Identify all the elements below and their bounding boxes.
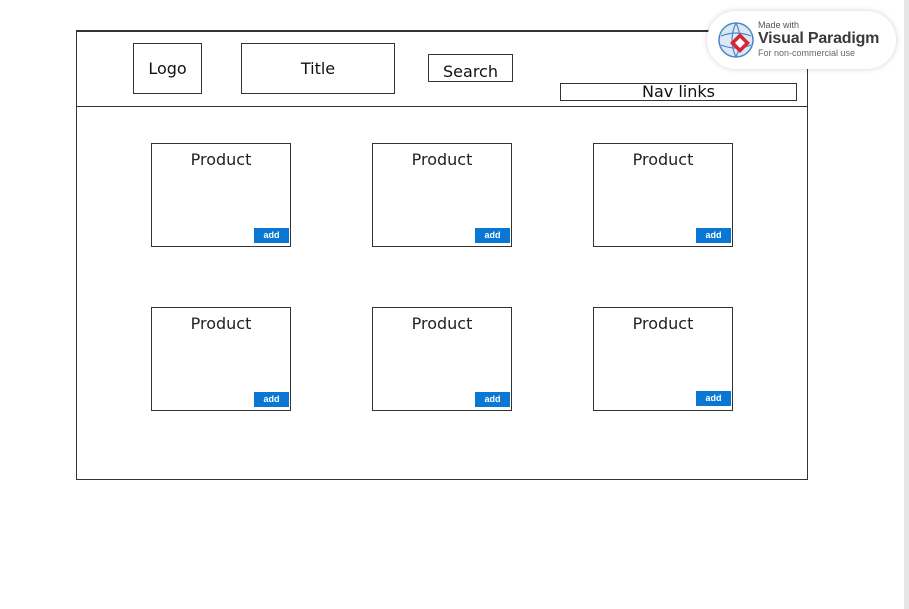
product-card: Product add (151, 143, 291, 247)
scrollbar-edge (904, 0, 909, 609)
product-label: Product (190, 150, 252, 169)
add-button[interactable]: add (254, 392, 289, 407)
add-button[interactable]: add (475, 228, 510, 243)
title-placeholder: Title (241, 43, 395, 94)
product-card: Product add (593, 307, 733, 411)
product-card: Product add (372, 307, 512, 411)
product-card: Product add (151, 307, 291, 411)
watermark-made-with: Made with (758, 20, 800, 30)
product-label: Product (411, 150, 473, 169)
watermark-brand: Visual Paradigm (758, 30, 880, 47)
header-divider (77, 106, 807, 107)
product-card: Product add (372, 143, 512, 247)
logo-label: Logo (148, 59, 187, 78)
product-label: Product (632, 314, 694, 333)
watermark-note: For non-commercial use (758, 48, 856, 58)
add-button[interactable]: add (696, 391, 731, 406)
title-label: Title (300, 59, 336, 78)
visual-paradigm-logo-icon (718, 22, 754, 58)
frame-top-border (77, 30, 807, 32)
nav-links-label: Nav links (642, 82, 715, 101)
product-label: Product (190, 314, 252, 333)
wireframe-page (76, 30, 808, 480)
product-label: Product (632, 150, 694, 169)
product-label: Product (411, 314, 473, 333)
search-label: Search (443, 61, 498, 81)
add-button[interactable]: add (475, 392, 510, 407)
logo-placeholder: Logo (133, 43, 202, 94)
add-button[interactable]: add (696, 228, 731, 243)
product-card: Product add (593, 143, 733, 247)
search-placeholder[interactable]: Search (428, 54, 513, 82)
watermark-badge: Made with Visual Paradigm For non-commer… (707, 11, 896, 69)
nav-links-placeholder[interactable]: Nav links (560, 83, 797, 101)
add-button[interactable]: add (254, 228, 289, 243)
